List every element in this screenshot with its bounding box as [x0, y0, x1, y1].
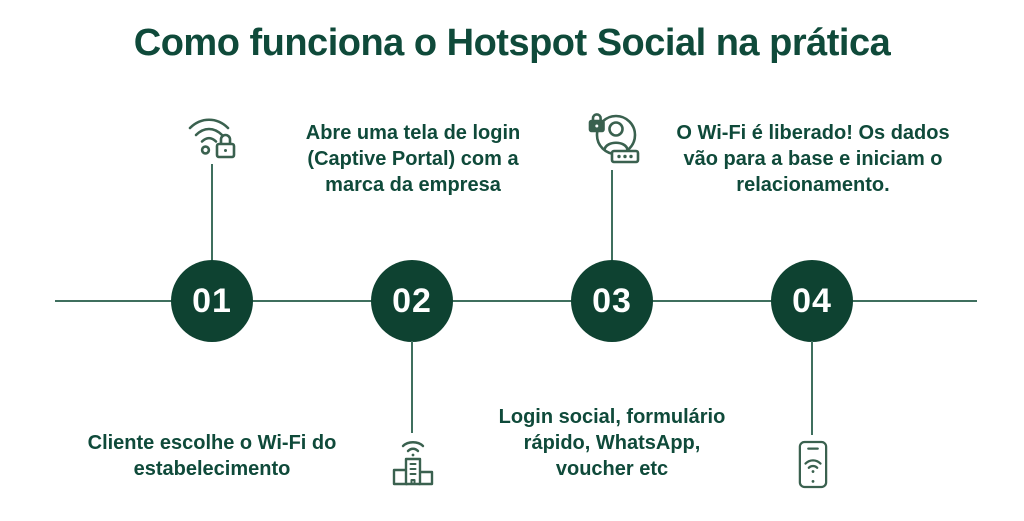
connector-step-2 [411, 341, 413, 433]
step-label-1: Cliente escolhe o Wi-Fi do estabelecimen… [87, 432, 337, 480]
user-credentials-icon [582, 110, 646, 166]
step-circle-1: 01 [171, 260, 253, 342]
step-number-2: 02 [392, 281, 432, 320]
wifi-lock-icon [184, 108, 240, 160]
step-number-4: 04 [792, 281, 832, 320]
connector-step-1 [211, 164, 213, 262]
timeline-axis [55, 300, 977, 302]
step-circle-2: 02 [371, 260, 453, 342]
step-label-4: O Wi-Fi é liberado! Os dados vão para a … [676, 122, 950, 196]
connector-step-3 [611, 170, 613, 262]
step-number-1: 01 [192, 281, 232, 320]
step-number-3: 03 [592, 281, 632, 320]
building-wifi-icon [385, 438, 441, 486]
step-label-3: Login social, formulário rápido, WhatsAp… [498, 406, 726, 480]
step-circle-4: 04 [771, 260, 853, 342]
step-label-2: Abre uma tela de login (Captive Portal) … [305, 122, 521, 196]
step-circle-3: 03 [571, 260, 653, 342]
smartphone-wifi-icon [798, 440, 828, 489]
page-title: Como funciona o Hotspot Social na prátic… [133, 22, 891, 64]
connector-step-4 [811, 341, 813, 435]
